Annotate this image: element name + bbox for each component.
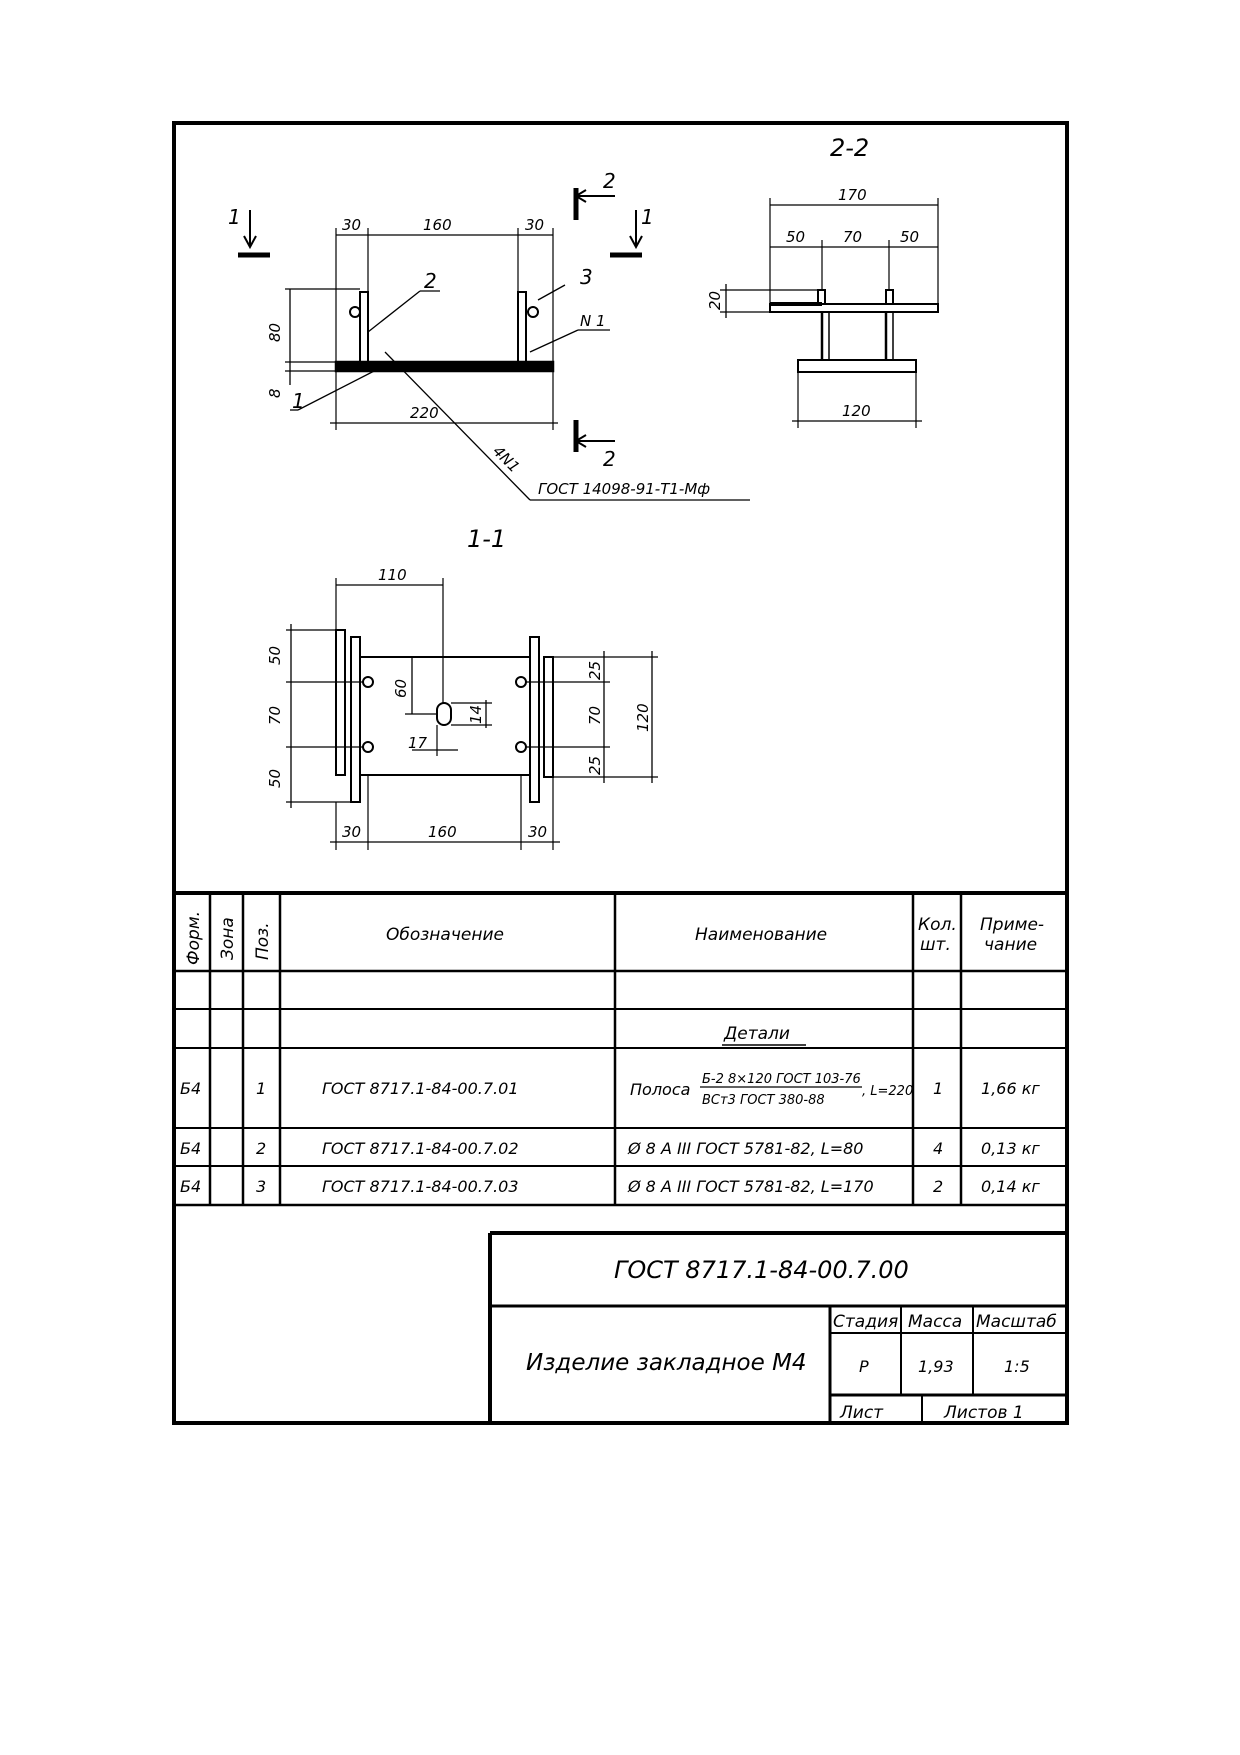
plan-dim-50-bottom: 50	[266, 769, 284, 788]
header-zone: Зона	[218, 917, 238, 960]
plan-dim-70-right: 70	[586, 706, 604, 725]
row2-name: Ø 8 А III ГОСТ 5781-82, L=80	[627, 1139, 863, 1158]
header-note-line2: чание	[984, 935, 1037, 955]
plan-dim-17: 17	[408, 734, 428, 752]
mass-label: Масса	[908, 1312, 962, 1332]
plan-dim-60: 60	[392, 679, 410, 698]
plan-dim-25-bottom: 25	[586, 756, 604, 775]
row2-note: 0,13 кг	[981, 1139, 1040, 1158]
row2-quantity: 4	[933, 1139, 943, 1158]
front-dim-80: 80	[266, 323, 284, 342]
front-dim-8: 8	[266, 388, 284, 398]
header-name: Наименование	[695, 925, 827, 945]
row1-name-bottom: ВСт3 ГОСТ 380-88	[702, 1093, 825, 1108]
row3-format: Б4	[180, 1177, 201, 1196]
row1-format: Б4	[180, 1079, 201, 1098]
weld-count-label: 4N1	[489, 442, 523, 476]
header-note-line1: Приме-	[980, 915, 1044, 935]
row3-note: 0,14 кг	[981, 1177, 1040, 1196]
header-format: Форм.	[184, 911, 204, 965]
side-dim-120: 120	[842, 402, 871, 420]
header-quantity-line1: Кол.	[918, 915, 957, 935]
header-quantity-line2: шт.	[920, 935, 951, 955]
plan-dim-110: 110	[378, 566, 407, 584]
front-dim-30-left: 30	[342, 216, 361, 234]
row3-name: Ø 8 А III ГОСТ 5781-82, L=170	[627, 1177, 874, 1196]
header-position: Поз.	[253, 922, 273, 960]
row1-name-prefix: Полоса	[630, 1080, 690, 1099]
sheet-label: Лист	[839, 1403, 884, 1423]
row2-position: 2	[256, 1139, 266, 1158]
front-bar-right	[517, 291, 527, 365]
front-dim-30-right: 30	[525, 216, 544, 234]
position-2-label: 2	[424, 269, 437, 293]
row3-designation: ГОСТ 8717.1-84-00.7.03	[322, 1177, 519, 1196]
side-dim-20: 20	[706, 291, 724, 310]
section-title-details: Детали	[723, 1024, 790, 1044]
weld-label-n1: N 1	[580, 312, 606, 330]
row1-name-top: Б-2 8×120 ГОСТ 103-76	[702, 1072, 861, 1087]
cut-2-label-bottom: 2	[603, 447, 616, 471]
front-bar-left	[359, 291, 369, 365]
specification-table	[174, 891, 1067, 1207]
title-block	[488, 1231, 1067, 1423]
front-dim-160: 160	[423, 216, 452, 234]
plan-dim-30-right: 30	[528, 823, 547, 841]
stage-value: Р	[859, 1357, 869, 1376]
cut-1-label-left: 1	[228, 205, 241, 229]
stage-label: Стадия	[833, 1312, 898, 1332]
product-name: Изделие закладное М4	[526, 1350, 807, 1376]
scale-value: 1:5	[1004, 1357, 1030, 1376]
position-1-label: 1	[292, 389, 305, 413]
section-2-2-view	[720, 198, 939, 428]
plan-dim-14: 14	[467, 705, 485, 724]
document-designation: ГОСТ 8717.1-84-00.7.00	[614, 1256, 909, 1284]
plan-dim-30-left: 30	[342, 823, 361, 841]
cut-1-label-right: 1	[641, 205, 654, 229]
side-dim-50-left: 50	[786, 228, 805, 246]
position-3-label: 3	[580, 265, 593, 289]
row1-position: 1	[256, 1079, 266, 1098]
side-dim-170: 170	[838, 186, 867, 204]
front-anchor-right	[527, 306, 539, 318]
scale-label: Масштаб	[976, 1312, 1057, 1332]
front-dim-220: 220	[410, 404, 439, 422]
row1-quantity: 1	[933, 1079, 943, 1098]
row1-note: 1,66 кг	[981, 1079, 1040, 1098]
row3-position: 3	[256, 1177, 266, 1196]
front-view	[238, 188, 750, 501]
row1-designation: ГОСТ 8717.1-84-00.7.01	[322, 1079, 519, 1098]
row2-designation: ГОСТ 8717.1-84-00.7.02	[322, 1139, 519, 1158]
row1-name-suffix: , L=220	[862, 1084, 913, 1099]
row3-quantity: 2	[933, 1177, 943, 1196]
cut-2-label-top: 2	[603, 169, 616, 193]
plan-dim-25-top: 25	[586, 661, 604, 680]
section-2-2-title: 2-2	[830, 134, 869, 162]
plan-dim-120: 120	[634, 703, 652, 732]
row2-format: Б4	[180, 1139, 201, 1158]
section-1-1-view	[286, 578, 658, 850]
side-dim-50-right: 50	[900, 228, 919, 246]
weld-standard-label: ГОСТ 14098-91-Т1-Мф	[538, 480, 710, 498]
plan-dim-160: 160	[428, 823, 457, 841]
sheets-label: Листов 1	[943, 1403, 1024, 1423]
mass-value: 1,93	[918, 1357, 954, 1376]
front-anchor-left	[349, 306, 361, 318]
plan-dim-50-top: 50	[266, 646, 284, 665]
header-designation: Обозначение	[386, 925, 504, 945]
sheet-frame	[172, 121, 1069, 1425]
section-1-1-title: 1-1	[467, 525, 506, 553]
plan-dim-70-left: 70	[266, 706, 284, 725]
side-dim-70: 70	[843, 228, 862, 246]
front-plate	[334, 360, 555, 373]
